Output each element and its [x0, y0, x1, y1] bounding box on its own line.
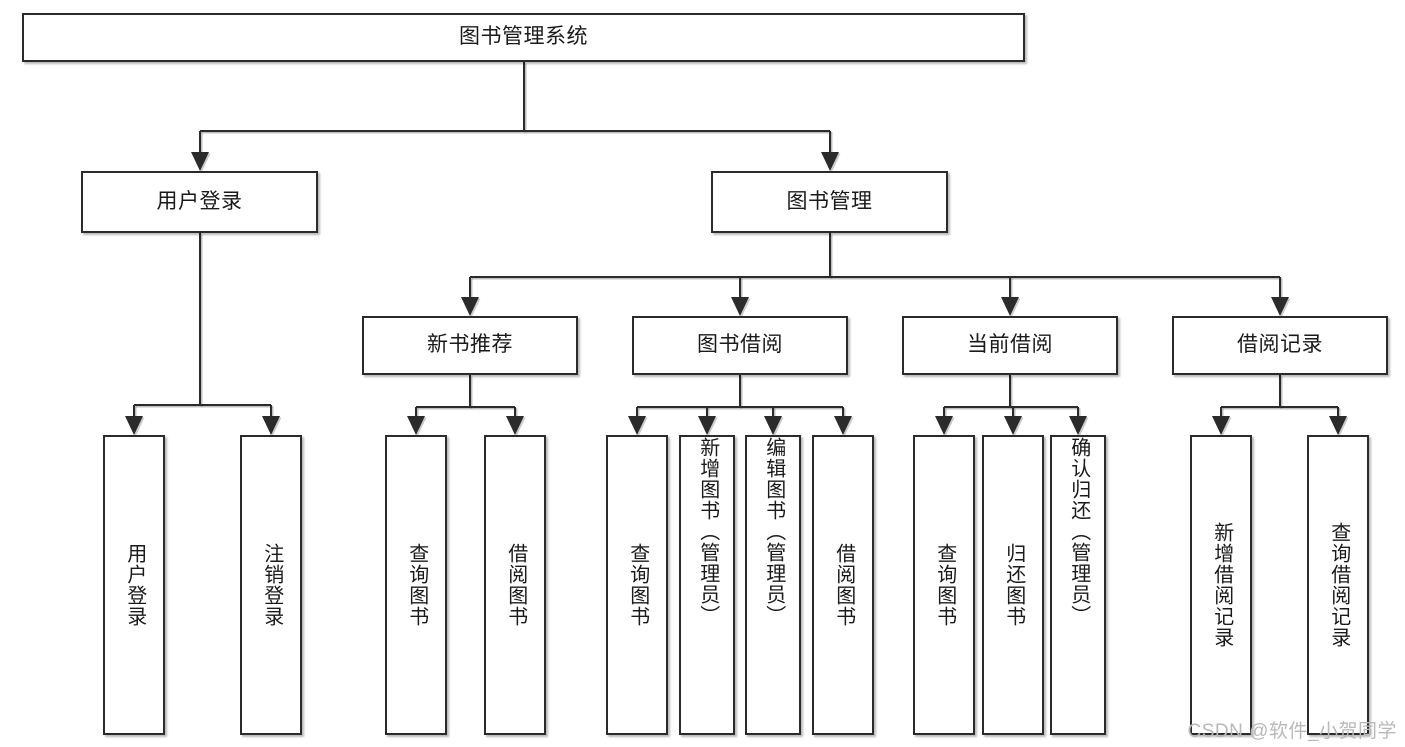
- node-leaf-borrow-lend[interactable]: 借阅图书: [812, 435, 874, 735]
- node-leaf-borrow-add[interactable]: 新增图书（管理员）: [679, 435, 735, 735]
- node-login[interactable]: 用户登录: [81, 171, 318, 233]
- node-leaf-cur-return[interactable]: 归还图书: [982, 435, 1044, 735]
- node-root[interactable]: 图书管理系统: [22, 13, 1025, 62]
- node-borrow[interactable]: 图书借阅: [632, 316, 848, 375]
- node-label: 新增图书（管理员）: [696, 437, 719, 626]
- arrow-borrow-3-shadow: [835, 417, 854, 437]
- arrow-records-0: [1212, 416, 1230, 435]
- node-leaf-user-login[interactable]: 用户登录: [103, 435, 165, 735]
- node-label: 编辑图书（管理员）: [762, 437, 785, 626]
- node-leaf-cur-confirm[interactable]: 确认归还（管理员）: [1050, 435, 1106, 735]
- node-bookmgmt[interactable]: 图书管理: [711, 171, 948, 233]
- arrow-current-0-shadow: [936, 417, 955, 437]
- node-label: 查询图书: [933, 543, 956, 627]
- arrow-bookmgmt-0: [461, 297, 479, 316]
- node-label: 归还图书: [1002, 543, 1025, 627]
- node-newbook[interactable]: 新书推荐: [362, 316, 578, 375]
- arrow-root-1-shadow: [822, 153, 841, 173]
- node-current[interactable]: 当前借阅: [902, 316, 1118, 375]
- arrow-records-0-shadow: [1213, 417, 1232, 437]
- arrow-bookmgmt-0-shadow: [462, 298, 481, 318]
- arrow-bookmgmt-2: [1001, 297, 1019, 316]
- arrow-login-0: [125, 416, 143, 435]
- arrow-current-2-shadow: [1070, 417, 1089, 437]
- node-leaf-new-query[interactable]: 查询图书: [385, 435, 447, 735]
- arrow-newbook-1-shadow: [507, 417, 526, 437]
- arrow-root-1: [821, 152, 839, 171]
- node-label: 查询图书: [626, 543, 649, 627]
- node-leaf-rec-add[interactable]: 新增借阅记录: [1190, 435, 1252, 735]
- arrow-bookmgmt-1-shadow: [732, 298, 751, 318]
- arrow-bookmgmt-3-shadow: [1272, 298, 1291, 318]
- arrow-borrow-2: [764, 416, 782, 435]
- node-leaf-rec-query[interactable]: 查询借阅记录: [1307, 435, 1369, 735]
- arrow-borrow-1: [698, 416, 716, 435]
- node-label: 图书管理: [786, 189, 873, 213]
- arrow-root-0: [191, 152, 209, 171]
- node-label: 注销登录: [260, 543, 283, 627]
- arrow-current-1-shadow: [1005, 417, 1024, 437]
- arrow-login-1: [262, 416, 280, 435]
- arrow-root-0-shadow: [192, 153, 211, 173]
- arrow-current-0: [935, 416, 953, 435]
- arrow-login-0-shadow: [126, 417, 145, 437]
- node-label: 图书借阅: [697, 333, 783, 357]
- node-label: 确认归还（管理员）: [1067, 437, 1090, 626]
- node-label: 新增借阅记录: [1210, 522, 1233, 648]
- arrow-borrow-0: [628, 416, 646, 435]
- watermark: CSDN @软件_小贺同学: [1187, 721, 1397, 742]
- node-label: 借阅记录: [1237, 333, 1323, 357]
- arrow-newbook-0-shadow: [408, 417, 427, 437]
- arrow-login-1-shadow: [263, 417, 282, 437]
- node-label: 当前借阅: [967, 333, 1053, 357]
- node-label: 查询借阅记录: [1327, 522, 1350, 648]
- node-label: 图书管理系统: [459, 25, 588, 49]
- node-label: 查询图书: [405, 543, 428, 627]
- arrow-borrow-3: [834, 416, 852, 435]
- node-leaf-cur-query[interactable]: 查询图书: [913, 435, 975, 735]
- arrow-records-1-shadow: [1330, 417, 1349, 437]
- arrow-current-2: [1069, 416, 1087, 435]
- node-label: 借阅图书: [832, 543, 855, 627]
- node-leaf-borrow-query[interactable]: 查询图书: [606, 435, 668, 735]
- arrow-bookmgmt-2-shadow: [1002, 298, 1021, 318]
- node-label: 用户登录: [123, 543, 146, 627]
- node-label: 新书推荐: [427, 333, 513, 357]
- node-leaf-user-logout[interactable]: 注销登录: [240, 435, 302, 735]
- arrow-borrow-0-shadow: [629, 417, 648, 437]
- arrow-newbook-1: [506, 416, 524, 435]
- node-label: 借阅图书: [504, 543, 527, 627]
- node-label: 用户登录: [156, 189, 243, 213]
- arrow-current-1: [1004, 416, 1022, 435]
- node-leaf-new-borrow[interactable]: 借阅图书: [484, 435, 546, 735]
- node-leaf-borrow-edit[interactable]: 编辑图书（管理员）: [745, 435, 801, 735]
- arrow-records-1: [1329, 416, 1347, 435]
- arrow-bookmgmt-1: [731, 297, 749, 316]
- arrow-borrow-2-shadow: [765, 417, 784, 437]
- arrow-newbook-0: [407, 416, 425, 435]
- arrow-borrow-1-shadow: [699, 417, 718, 437]
- arrow-bookmgmt-3: [1271, 297, 1289, 316]
- node-records[interactable]: 借阅记录: [1172, 316, 1388, 375]
